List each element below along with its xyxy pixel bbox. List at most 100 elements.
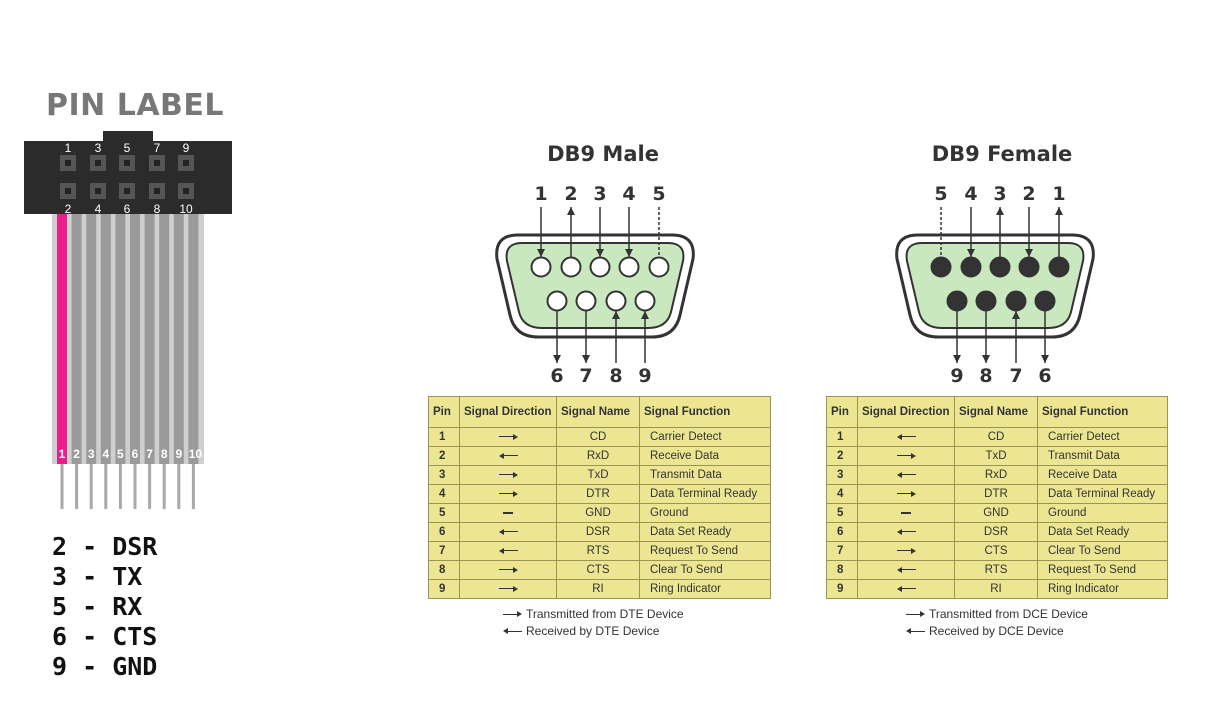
- signal-name-cell: TxD: [556, 465, 640, 485]
- pin-number: 6: [550, 365, 563, 387]
- pin: [605, 290, 627, 312]
- socket: [975, 290, 997, 312]
- direction-cell: [459, 446, 557, 466]
- direction-cell: [857, 541, 955, 561]
- header-pin-number: 2: [65, 202, 72, 216]
- signal-name-cell: DSR: [556, 522, 640, 542]
- signal-name-cell: RTS: [556, 541, 640, 561]
- direction-cell: [459, 579, 557, 599]
- signal-function-cell: Data Terminal Ready: [1037, 484, 1168, 504]
- arrow-up-icon: [612, 311, 620, 319]
- signal-function-cell: Transmit Data: [1037, 446, 1168, 466]
- arrow-down-icon: [967, 249, 975, 257]
- female-legend-notes: Transmitted from DCE Device Received by …: [906, 605, 1088, 639]
- header-pin: [65, 188, 71, 194]
- direction-cell: [459, 560, 557, 580]
- signal-name-cell: RxD: [556, 446, 640, 466]
- signal-function-cell: Ground: [1037, 503, 1168, 523]
- header-pin-number: 4: [95, 202, 102, 216]
- pin-number: 8: [979, 365, 992, 387]
- signal-function-cell: Transmit Data: [639, 465, 771, 485]
- signal-name-cell: DTR: [556, 484, 640, 504]
- pin-number: 8: [609, 365, 622, 387]
- pin: [618, 256, 640, 278]
- socket: [930, 256, 952, 278]
- pin-cell: 9: [428, 579, 460, 599]
- pin: [575, 290, 597, 312]
- col-name: Signal Name: [556, 396, 640, 428]
- arrow-left-icon: [897, 431, 916, 443]
- signal-name-cell: CTS: [556, 560, 640, 580]
- signal-function-cell: Ground: [639, 503, 771, 523]
- pin-cell: 9: [826, 579, 858, 599]
- arrow-left-icon: [503, 624, 522, 638]
- d-shell-inner: [505, 242, 685, 329]
- wire-number: 2: [73, 447, 80, 461]
- pin-number: 3: [593, 183, 606, 205]
- pin-number: 3: [993, 183, 1006, 205]
- pin-cell: 3: [428, 465, 460, 485]
- pin-number: 2: [564, 183, 577, 205]
- legend-line: 9 - GND: [52, 652, 158, 681]
- pin-leg: [133, 464, 137, 509]
- signal-function-cell: Carrier Detect: [639, 427, 771, 447]
- arrow-down-icon: [982, 355, 990, 363]
- arrow-up-icon: [567, 207, 575, 215]
- pin-leg: [148, 464, 152, 509]
- header-pin: [124, 188, 130, 194]
- db9-female-table: Pin Signal Direction Signal Name Signal …: [826, 396, 1168, 599]
- header-pin-number: 7: [154, 141, 161, 155]
- ribbon-wire: [115, 212, 126, 464]
- pin-leg: [118, 464, 122, 509]
- note-transmitted: Transmitted from DTE Device: [526, 606, 684, 621]
- ribbon-wire: [188, 212, 199, 464]
- pin: [560, 256, 582, 278]
- header-pin-number: 5: [124, 141, 131, 155]
- pin-number: 5: [652, 183, 665, 205]
- pin-cell: 8: [826, 560, 858, 580]
- pin-leg: [60, 464, 64, 509]
- arrow-right-icon: [906, 607, 925, 621]
- col-direction: Signal Direction: [857, 396, 955, 428]
- ribbon-wire: [100, 212, 111, 464]
- header-pin: [183, 160, 189, 166]
- legend-line: 3 - TX: [52, 562, 143, 591]
- arrow-right-icon: [897, 488, 916, 500]
- arrow-down-icon: [1025, 249, 1033, 257]
- signal-function-cell: Request To Send: [639, 541, 771, 561]
- signal-name-cell: DSR: [954, 522, 1038, 542]
- pin-number: 4: [622, 183, 635, 205]
- pin-cell: 5: [428, 503, 460, 523]
- signal-name-cell: TxD: [954, 446, 1038, 466]
- pin-number: 1: [1052, 183, 1065, 205]
- arrow-right-icon: [897, 450, 916, 462]
- arrow-left-icon: [499, 526, 518, 538]
- direction-cell: [459, 484, 557, 504]
- arrow-up-icon: [641, 311, 649, 319]
- signal-name-cell: DTR: [954, 484, 1038, 504]
- arrow-right-icon: [499, 564, 518, 576]
- pin-cell: 4: [826, 484, 858, 504]
- pin-label-title: PIN LABEL: [46, 88, 225, 123]
- arrow-left-icon: [906, 624, 925, 638]
- direction-cell: [459, 465, 557, 485]
- header-key-notch: [103, 131, 153, 145]
- note-transmitted: Transmitted from DCE Device: [929, 606, 1088, 621]
- male-legend-notes: Transmitted from DTE Device Received by …: [503, 605, 684, 639]
- header-pin-number: 3: [95, 141, 102, 155]
- db9-male-title: DB9 Male: [547, 142, 659, 166]
- header-pin: [65, 160, 71, 166]
